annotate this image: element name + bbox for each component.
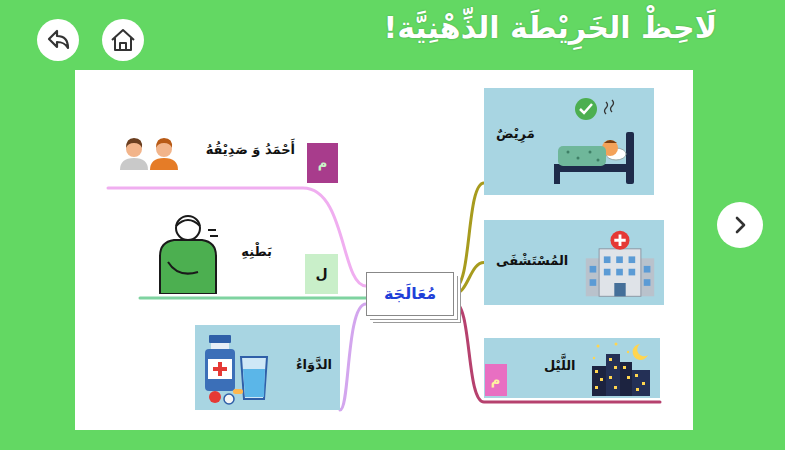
night-city-illustration bbox=[590, 340, 654, 396]
connector-line bbox=[454, 302, 660, 402]
letter-tag: ل bbox=[305, 254, 338, 294]
branch-connector bbox=[454, 263, 484, 295]
connector-line bbox=[454, 183, 484, 288]
connector-line bbox=[340, 304, 366, 410]
central-topic-box: مُعَالَجَة bbox=[366, 272, 454, 316]
letter-tag: م bbox=[307, 143, 338, 183]
branch-box: الدَّوَاءُ bbox=[195, 325, 340, 410]
branch-connector bbox=[140, 298, 366, 299]
node-text: المُسْتَشْفَى bbox=[496, 253, 568, 270]
stomach-ache-illustration bbox=[152, 212, 226, 294]
branch-label: بَطْنِهِ bbox=[140, 210, 300, 296]
branch-label: أَحْمَدُ وَ صَدِيْقُهُ bbox=[108, 130, 303, 186]
node-text: بَطْنِهِ bbox=[241, 244, 272, 261]
page-title: لَاحِظْ الخَرِيْطَة الذِّهْنِيَّة! bbox=[383, 10, 717, 45]
connector-line bbox=[108, 188, 366, 286]
branch-connector bbox=[454, 183, 484, 288]
node-text: اللَّيْل bbox=[544, 358, 576, 375]
connector-line bbox=[140, 297, 366, 300]
sick-patient-illustration bbox=[546, 94, 646, 189]
hospital-illustration bbox=[582, 228, 658, 300]
node-text: م bbox=[491, 372, 501, 389]
medicine-illustration bbox=[203, 333, 271, 405]
branch-connector bbox=[108, 188, 366, 286]
node-text: أَحْمَدُ وَ صَدِيْقُهُ bbox=[206, 142, 295, 159]
branch-connector bbox=[454, 302, 660, 402]
back-button bbox=[36, 18, 80, 62]
home-button bbox=[101, 18, 145, 62]
connector-line bbox=[454, 263, 484, 295]
node-text: ل bbox=[315, 265, 327, 283]
branch-connector bbox=[340, 304, 366, 410]
node-text: الدَّوَاءُ bbox=[296, 357, 332, 374]
branch-box: مَرِيْضٌ bbox=[484, 88, 654, 195]
two-friends-illustration bbox=[116, 136, 182, 170]
node-text: م bbox=[318, 155, 328, 172]
letter-tag: م bbox=[485, 364, 507, 396]
node-text: مَرِيْضٌ bbox=[496, 126, 535, 143]
next-button bbox=[716, 201, 764, 249]
node-text: مُعَالَجَة bbox=[384, 284, 436, 305]
branch-box: اللَّيْل م bbox=[484, 338, 660, 398]
branch-box: المُسْتَشْفَى bbox=[484, 220, 664, 305]
